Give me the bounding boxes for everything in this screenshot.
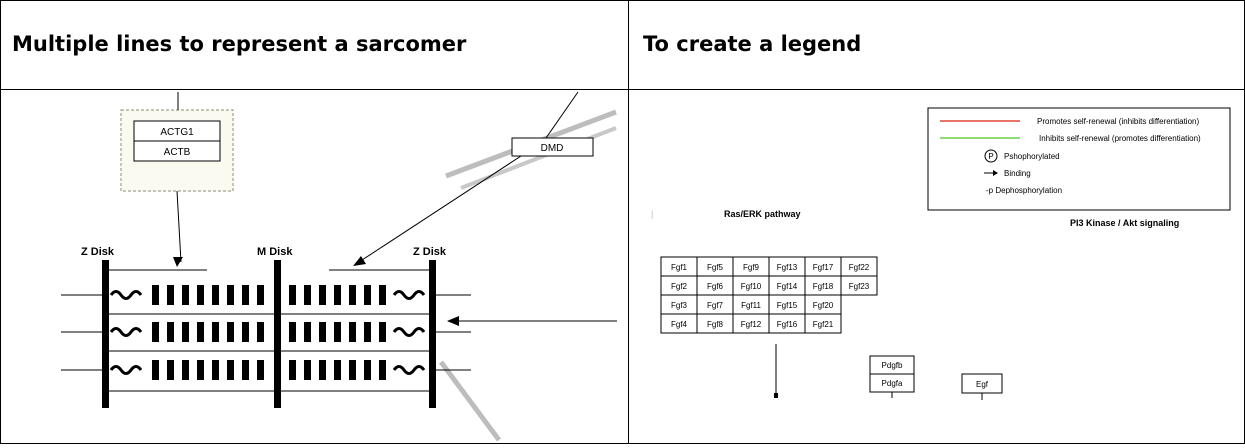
thick-filament-row-3 bbox=[152, 360, 386, 380]
fgf-cell-label: Fgf10 bbox=[741, 282, 762, 291]
fgf-cell-label: Fgf20 bbox=[813, 301, 834, 310]
dmd-box bbox=[511, 137, 594, 157]
column-header-legend: To create a legend bbox=[643, 32, 862, 56]
actb-label: ACTB bbox=[164, 147, 191, 158]
thick-filament-row-1 bbox=[152, 285, 386, 305]
z-disk-right bbox=[429, 260, 436, 408]
fgf-cell-label: Fgf22 bbox=[849, 263, 870, 272]
fgf-cell-label: Fgf11 bbox=[741, 301, 761, 310]
legend-item-binding: Binding bbox=[1004, 169, 1031, 178]
m-disk bbox=[274, 260, 281, 408]
phospho-symbol: P bbox=[988, 152, 993, 161]
dmd-grey-line bbox=[460, 126, 617, 190]
egf-label: Egf bbox=[976, 380, 989, 389]
z-disk-label-left: Z Disk bbox=[81, 246, 115, 258]
fgf-cell-label: Fgf16 bbox=[777, 320, 798, 329]
fgf-cell bbox=[804, 313, 842, 334]
fgf-cell-label: Fgf12 bbox=[741, 320, 762, 329]
legend-item-phosphorylated: Pshophorylated bbox=[1004, 152, 1060, 161]
arrowhead bbox=[353, 256, 366, 266]
thin-filaments bbox=[61, 269, 471, 392]
arrowhead bbox=[173, 257, 183, 267]
arrow-tail bbox=[774, 393, 778, 398]
ras-erk-title: Ras/ERK pathway bbox=[724, 209, 801, 219]
pdgfb-label: Pdgfb bbox=[882, 361, 903, 370]
tick-mark: | bbox=[651, 209, 653, 219]
z-disk-label-right: Z Disk bbox=[413, 246, 447, 258]
pdgfa-label: Pdgfa bbox=[882, 379, 903, 388]
fgf-cell-label: Fgf14 bbox=[777, 282, 798, 291]
binding-arrowhead bbox=[993, 170, 998, 176]
fgf-cell-label: Fgf6 bbox=[707, 282, 724, 291]
thick-filament-row-2 bbox=[152, 322, 386, 342]
connector-line bbox=[545, 91, 579, 139]
arrowhead bbox=[447, 316, 459, 326]
fgf-cell-label: Fgf21 bbox=[813, 320, 834, 329]
arrow-line bbox=[176, 190, 182, 263]
actg1-label: ACTG1 bbox=[160, 127, 194, 138]
fgf-cell-label: Fgf3 bbox=[671, 301, 688, 310]
dmd-grey-line bbox=[438, 360, 502, 442]
pi3k-akt-title: PI3 Kinase / Akt signaling bbox=[1070, 218, 1179, 228]
fgf-cell-label: Fgf1 bbox=[671, 263, 688, 272]
titin-squiggles bbox=[109, 290, 426, 375]
actb-box bbox=[133, 140, 221, 162]
table-border-left bbox=[0, 0, 1, 444]
fgf-cell bbox=[840, 275, 878, 296]
column-divider bbox=[628, 0, 629, 444]
fgf-cell-label: Fgf8 bbox=[707, 320, 724, 329]
sarcomere-diagram: ACTG1 ACTB DMD Z Disk M Disk Z Disk bbox=[1, 90, 628, 443]
fgf-cell-label: Fgf2 bbox=[671, 282, 688, 291]
m-disk-label: M Disk bbox=[257, 246, 293, 258]
header-divider bbox=[0, 89, 1245, 90]
arrow-line bbox=[358, 155, 522, 263]
legend-item-inhibits: Inhibits self-renewal (promotes differen… bbox=[1039, 134, 1201, 143]
fgf-cell-label: Fgf4 bbox=[671, 320, 688, 329]
legend-item-promotes: Promotes self-renewal (inhibits differen… bbox=[1037, 117, 1199, 126]
fgf-cell-label: Fgf17 bbox=[813, 263, 834, 272]
column-header-sarcomere: Multiple lines to represent a sarcomer bbox=[12, 32, 467, 56]
legend-example: Promotes self-renewal (inhibits differen… bbox=[629, 90, 1244, 443]
z-disk-left bbox=[102, 260, 109, 408]
fgf-cell-label: Fgf18 bbox=[813, 282, 834, 291]
fgf-cell-label: Fgf5 bbox=[707, 263, 724, 272]
fgf-cell-label: Fgf15 bbox=[777, 301, 798, 310]
fgf-cell-label: Fgf9 bbox=[743, 263, 760, 272]
phosphorylated-circle-icon bbox=[984, 149, 998, 163]
legend-item-dephosphorylation: -p Dephosphorylation bbox=[986, 186, 1062, 195]
fgf-cell-label: Fgf23 bbox=[849, 282, 870, 291]
dmd-label: DMD bbox=[541, 143, 564, 154]
fgf-cell-label: Fgf13 bbox=[777, 263, 798, 272]
table-border-top bbox=[0, 0, 1245, 1]
fgf-cell-label: Fgf7 bbox=[707, 301, 724, 310]
legend-box bbox=[927, 107, 1231, 211]
